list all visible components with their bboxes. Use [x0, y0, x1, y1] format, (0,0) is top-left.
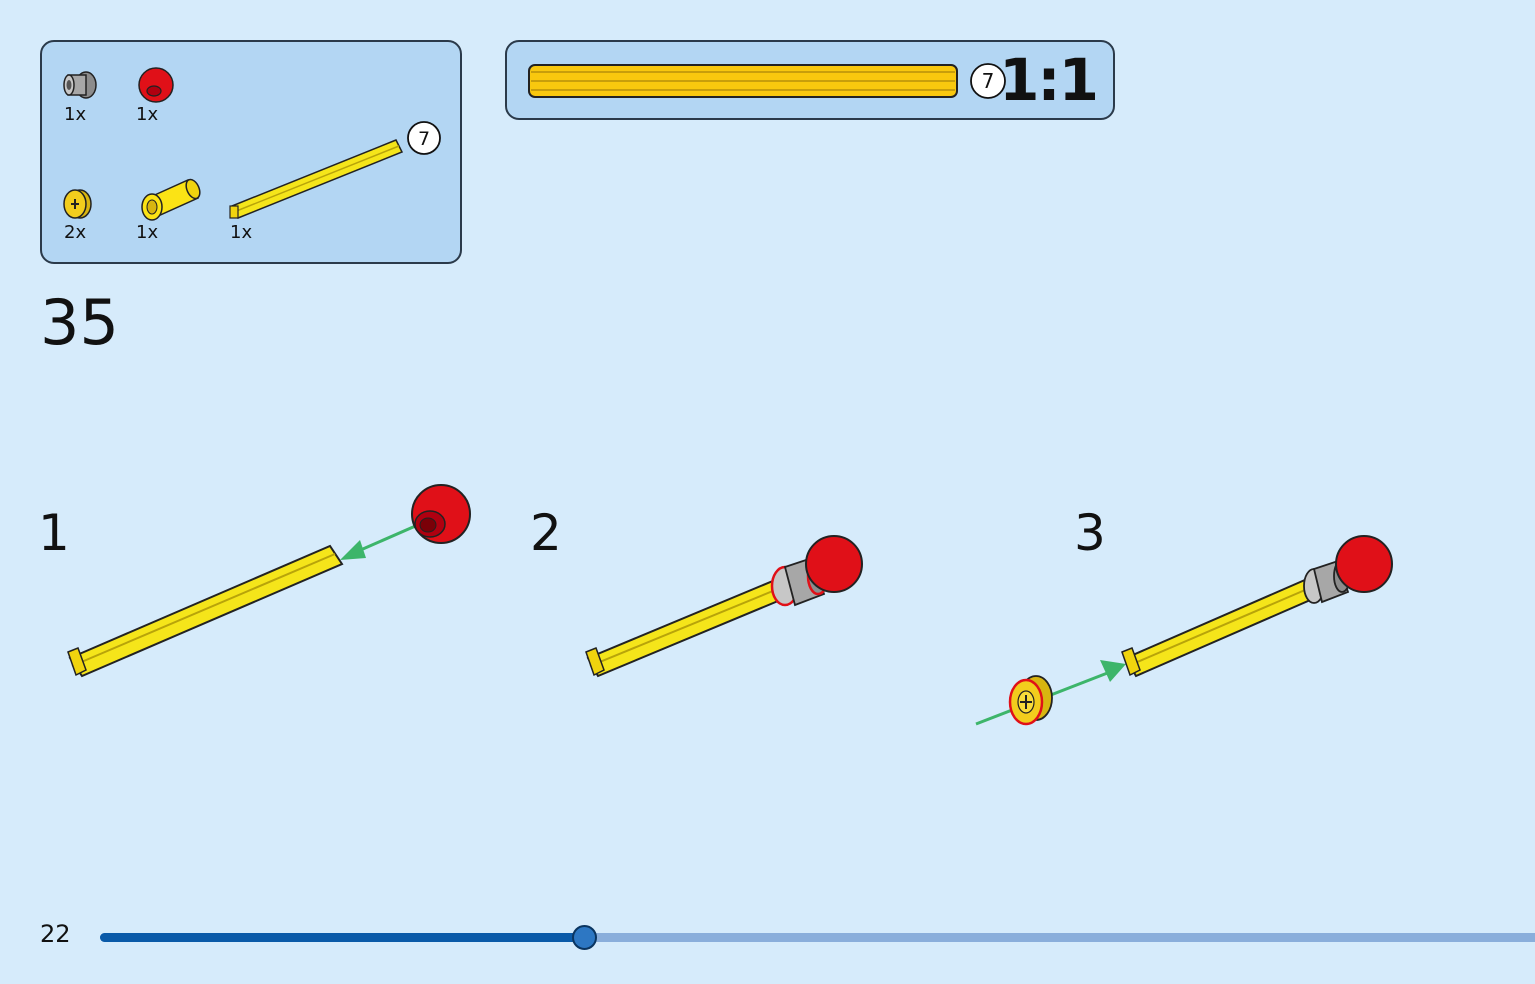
axle-connector-part-image — [141, 178, 201, 221]
half-bush-qty: 2x — [64, 222, 87, 243]
half-bush-image — [1008, 675, 1053, 726]
length-7-badge-icon: 7 — [407, 121, 441, 155]
ball-joint-image — [1335, 535, 1393, 593]
green-arrow-icon — [340, 522, 421, 560]
scale-axle-image — [528, 64, 958, 98]
substep-3-illustration — [975, 535, 1393, 726]
progress-bar — [100, 925, 1535, 950]
step-number: 35 — [40, 286, 119, 359]
progress-bar-fill — [100, 933, 584, 942]
substep-3-number: 3 — [1074, 504, 1106, 562]
substep-1-number: 1 — [38, 504, 70, 562]
ball-joint-image — [805, 535, 863, 593]
progress-bar-knob[interactable] — [571, 925, 597, 950]
axle-7-part-image — [229, 139, 404, 219]
ball-joint-part-image — [138, 67, 174, 103]
substep-2-illustration — [585, 535, 863, 678]
scale-ratio-label: 1:1 — [999, 46, 1099, 114]
axle-image — [1121, 574, 1326, 678]
substep-1-illustration — [67, 484, 471, 678]
page-number: 22 — [40, 920, 71, 948]
scale-length-label: 7 — [982, 69, 995, 93]
axle-connector-qty: 1x — [136, 222, 159, 243]
scale-ruler-box: 7 1:1 — [505, 40, 1115, 120]
ball-joint-qty: 1x — [136, 104, 159, 125]
bush-part-image — [63, 71, 97, 99]
axle-7-length-label: 7 — [418, 128, 430, 150]
ball-joint-image — [411, 484, 471, 544]
axle-7-qty: 1x — [230, 222, 253, 243]
axle-image — [585, 576, 792, 678]
substep-2-number: 2 — [530, 504, 562, 562]
half-bush-part-image — [63, 189, 92, 219]
bush-qty: 1x — [64, 104, 87, 125]
parts-list-box: 1x 1x 2x 1x 7 1x — [40, 40, 462, 264]
axle-image — [67, 544, 344, 678]
scale-length-badge-icon: 7 — [970, 63, 1006, 99]
